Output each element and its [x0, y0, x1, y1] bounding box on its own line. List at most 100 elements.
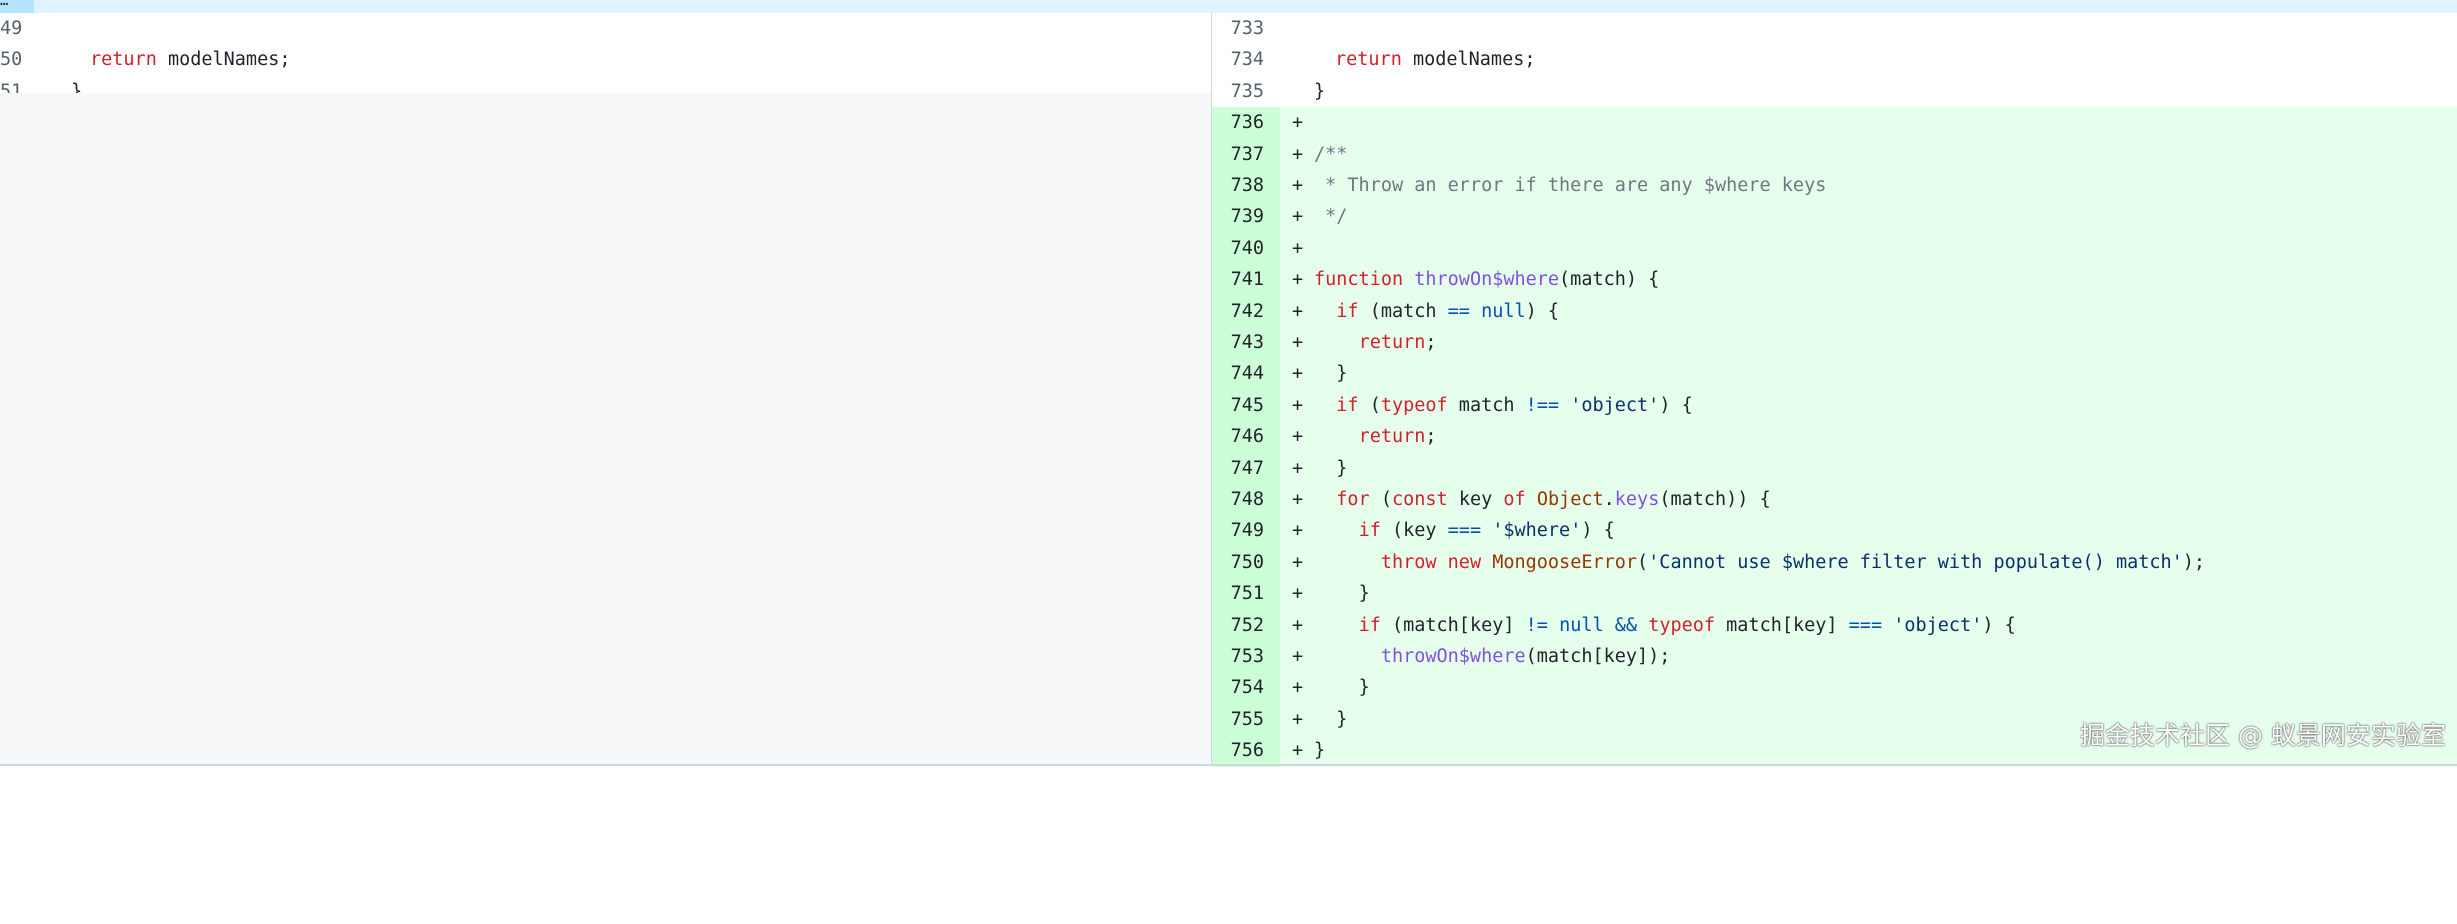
diff-line-added: 747 + } [1212, 452, 2457, 484]
added-gutter [1212, 295, 1280, 327]
plus-icon: + [1292, 740, 1304, 762]
diff-line-added: 739 + */ [1212, 201, 2457, 233]
diff-line-added: 743 + return; [1212, 327, 2457, 359]
line-number[interactable]: 754 [1230, 677, 1264, 699]
line-number[interactable]: 734 [1230, 49, 1264, 71]
added-gutter [1212, 107, 1280, 139]
code-line: return modelNames; [90, 49, 291, 71]
added-gutter [1212, 484, 1280, 516]
diff-line-added: 745 + if (typeof match !== 'object') { [1212, 389, 2457, 422]
code-line: throw new MongooseError('Cannot use $whe… [1380, 551, 2206, 573]
diff-line-added: 738 + * Throw an error if there are any … [1212, 170, 2457, 202]
plus-icon: + [1292, 677, 1304, 699]
added-gutter [1212, 641, 1280, 673]
plus-icon: + [1292, 300, 1304, 322]
code-line: /** [1314, 143, 1348, 165]
plus-icon: + [1292, 520, 1304, 542]
code-line: return modelNames; [1335, 49, 1536, 71]
empty-placeholder [0, 93, 1211, 766]
line-number[interactable]: 743 [1230, 332, 1264, 353]
code-line: } [1336, 363, 1348, 385]
added-gutter [1212, 452, 1280, 484]
plus-icon: + [1292, 551, 1304, 573]
code-line: if (match[key] != null && typeof match[k… [1358, 614, 2016, 636]
diff-left-pane: 49 50 return modelNames; 51 } [0, 13, 1212, 766]
added-gutter [1212, 421, 1280, 453]
plus-icon: + [1292, 614, 1304, 636]
plus-icon: + [1292, 708, 1304, 730]
diff-line-added: 746 + return; [1212, 421, 2457, 453]
added-gutter [1212, 703, 1280, 736]
diff-right-pane: 733 734 return modelNames; 735 } 736 + 7… [1212, 13, 2457, 767]
plus-icon: + [1292, 206, 1304, 228]
added-gutter [1212, 264, 1280, 296]
plus-icon: + [1292, 394, 1304, 416]
added-gutter [1212, 389, 1280, 422]
added-gutter [1212, 735, 1280, 767]
code-line: } [1314, 740, 1326, 762]
plus-icon: + [1292, 426, 1304, 448]
diff-line-added: 751 + } [1212, 578, 2457, 610]
diff-line-added: 753 + throwOn$where(match[key]); [1212, 641, 2457, 673]
line-number[interactable]: 50 [0, 49, 23, 71]
line-number[interactable]: 747 [1230, 457, 1264, 479]
plus-icon: + [1292, 583, 1304, 605]
line-number[interactable]: 752 [1230, 614, 1264, 636]
diff-line-added: 756 + } [1212, 735, 2457, 767]
code-line: return; [1358, 332, 1437, 353]
plus-icon: + [1292, 175, 1304, 196]
added-gutter [1212, 232, 1280, 265]
line-number[interactable]: 748 [1230, 489, 1264, 510]
code-line: function throwOn$where(match) { [1314, 269, 1660, 291]
line-number[interactable]: 745 [1230, 394, 1264, 416]
added-gutter [1212, 515, 1280, 547]
line-number[interactable]: 737 [1230, 143, 1264, 165]
expand-hunk-button[interactable]: … [0, 0, 34, 13]
plus-icon: + [1292, 332, 1304, 353]
line-number[interactable]: 739 [1230, 206, 1264, 228]
diff-line: 49 [0, 13, 1211, 44]
code-line: * Throw an error if there are any $where… [1314, 175, 1827, 196]
line-number[interactable]: 753 [1230, 646, 1264, 667]
hunk-header-bar [0, 0, 2457, 13]
line-number[interactable]: 742 [1230, 300, 1264, 322]
pane-divider [1211, 13, 1212, 766]
diff-line-added: 742 + if (match == null) { [1212, 295, 2457, 327]
line-number[interactable]: 735 [1230, 80, 1264, 102]
line-number[interactable]: 744 [1230, 363, 1264, 385]
line-number[interactable]: 749 [1230, 520, 1264, 542]
diff-line-added: 744 + } [1212, 358, 2457, 390]
plus-icon: + [1292, 646, 1304, 667]
diff-line: 50 return modelNames; [0, 44, 1211, 75]
added-gutter [1212, 327, 1280, 359]
line-number[interactable]: 746 [1230, 426, 1264, 448]
line-number[interactable]: 756 [1230, 740, 1264, 762]
line-number[interactable]: 736 [1230, 112, 1264, 134]
added-gutter [1212, 358, 1280, 390]
watermark: 掘金技术社区 @ 蚁景网安实验室 [2080, 721, 2446, 750]
code-line: return; [1358, 426, 1437, 448]
line-number[interactable]: 755 [1230, 708, 1264, 730]
diff-line-added: 749 + if (key === '$where') { [1212, 515, 2457, 547]
line-number[interactable]: 738 [1230, 175, 1264, 196]
added-gutter [1212, 578, 1280, 610]
diff-line: 733 [1212, 13, 2457, 44]
line-number[interactable]: 733 [1230, 18, 1264, 39]
diff-line-added: 755 + } [1212, 703, 2457, 736]
code-line: if (key === '$where') { [1358, 520, 1615, 542]
added-gutter [1212, 609, 1280, 641]
line-number[interactable]: 740 [1230, 237, 1264, 259]
line-number[interactable]: 741 [1230, 269, 1264, 291]
diff-line-added: 741 + function throwOn$where(match) { [1212, 264, 2457, 296]
expand-icon: … [0, 0, 9, 9]
line-number[interactable]: 750 [1230, 551, 1264, 573]
diff-line-added: 736 + [1212, 107, 2457, 139]
diff-line: 735 } [1212, 76, 2457, 107]
diff-line-added: 750 + throw new MongooseError('Cannot us… [1212, 546, 2457, 579]
code-line: throwOn$where(match[key]); [1380, 646, 1671, 667]
code-line: } [1358, 677, 1370, 699]
diff-line-added: 737 + /** [1212, 138, 2457, 170]
plus-icon: + [1292, 269, 1304, 291]
line-number[interactable]: 751 [1230, 583, 1264, 605]
line-number[interactable]: 49 [0, 18, 23, 39]
